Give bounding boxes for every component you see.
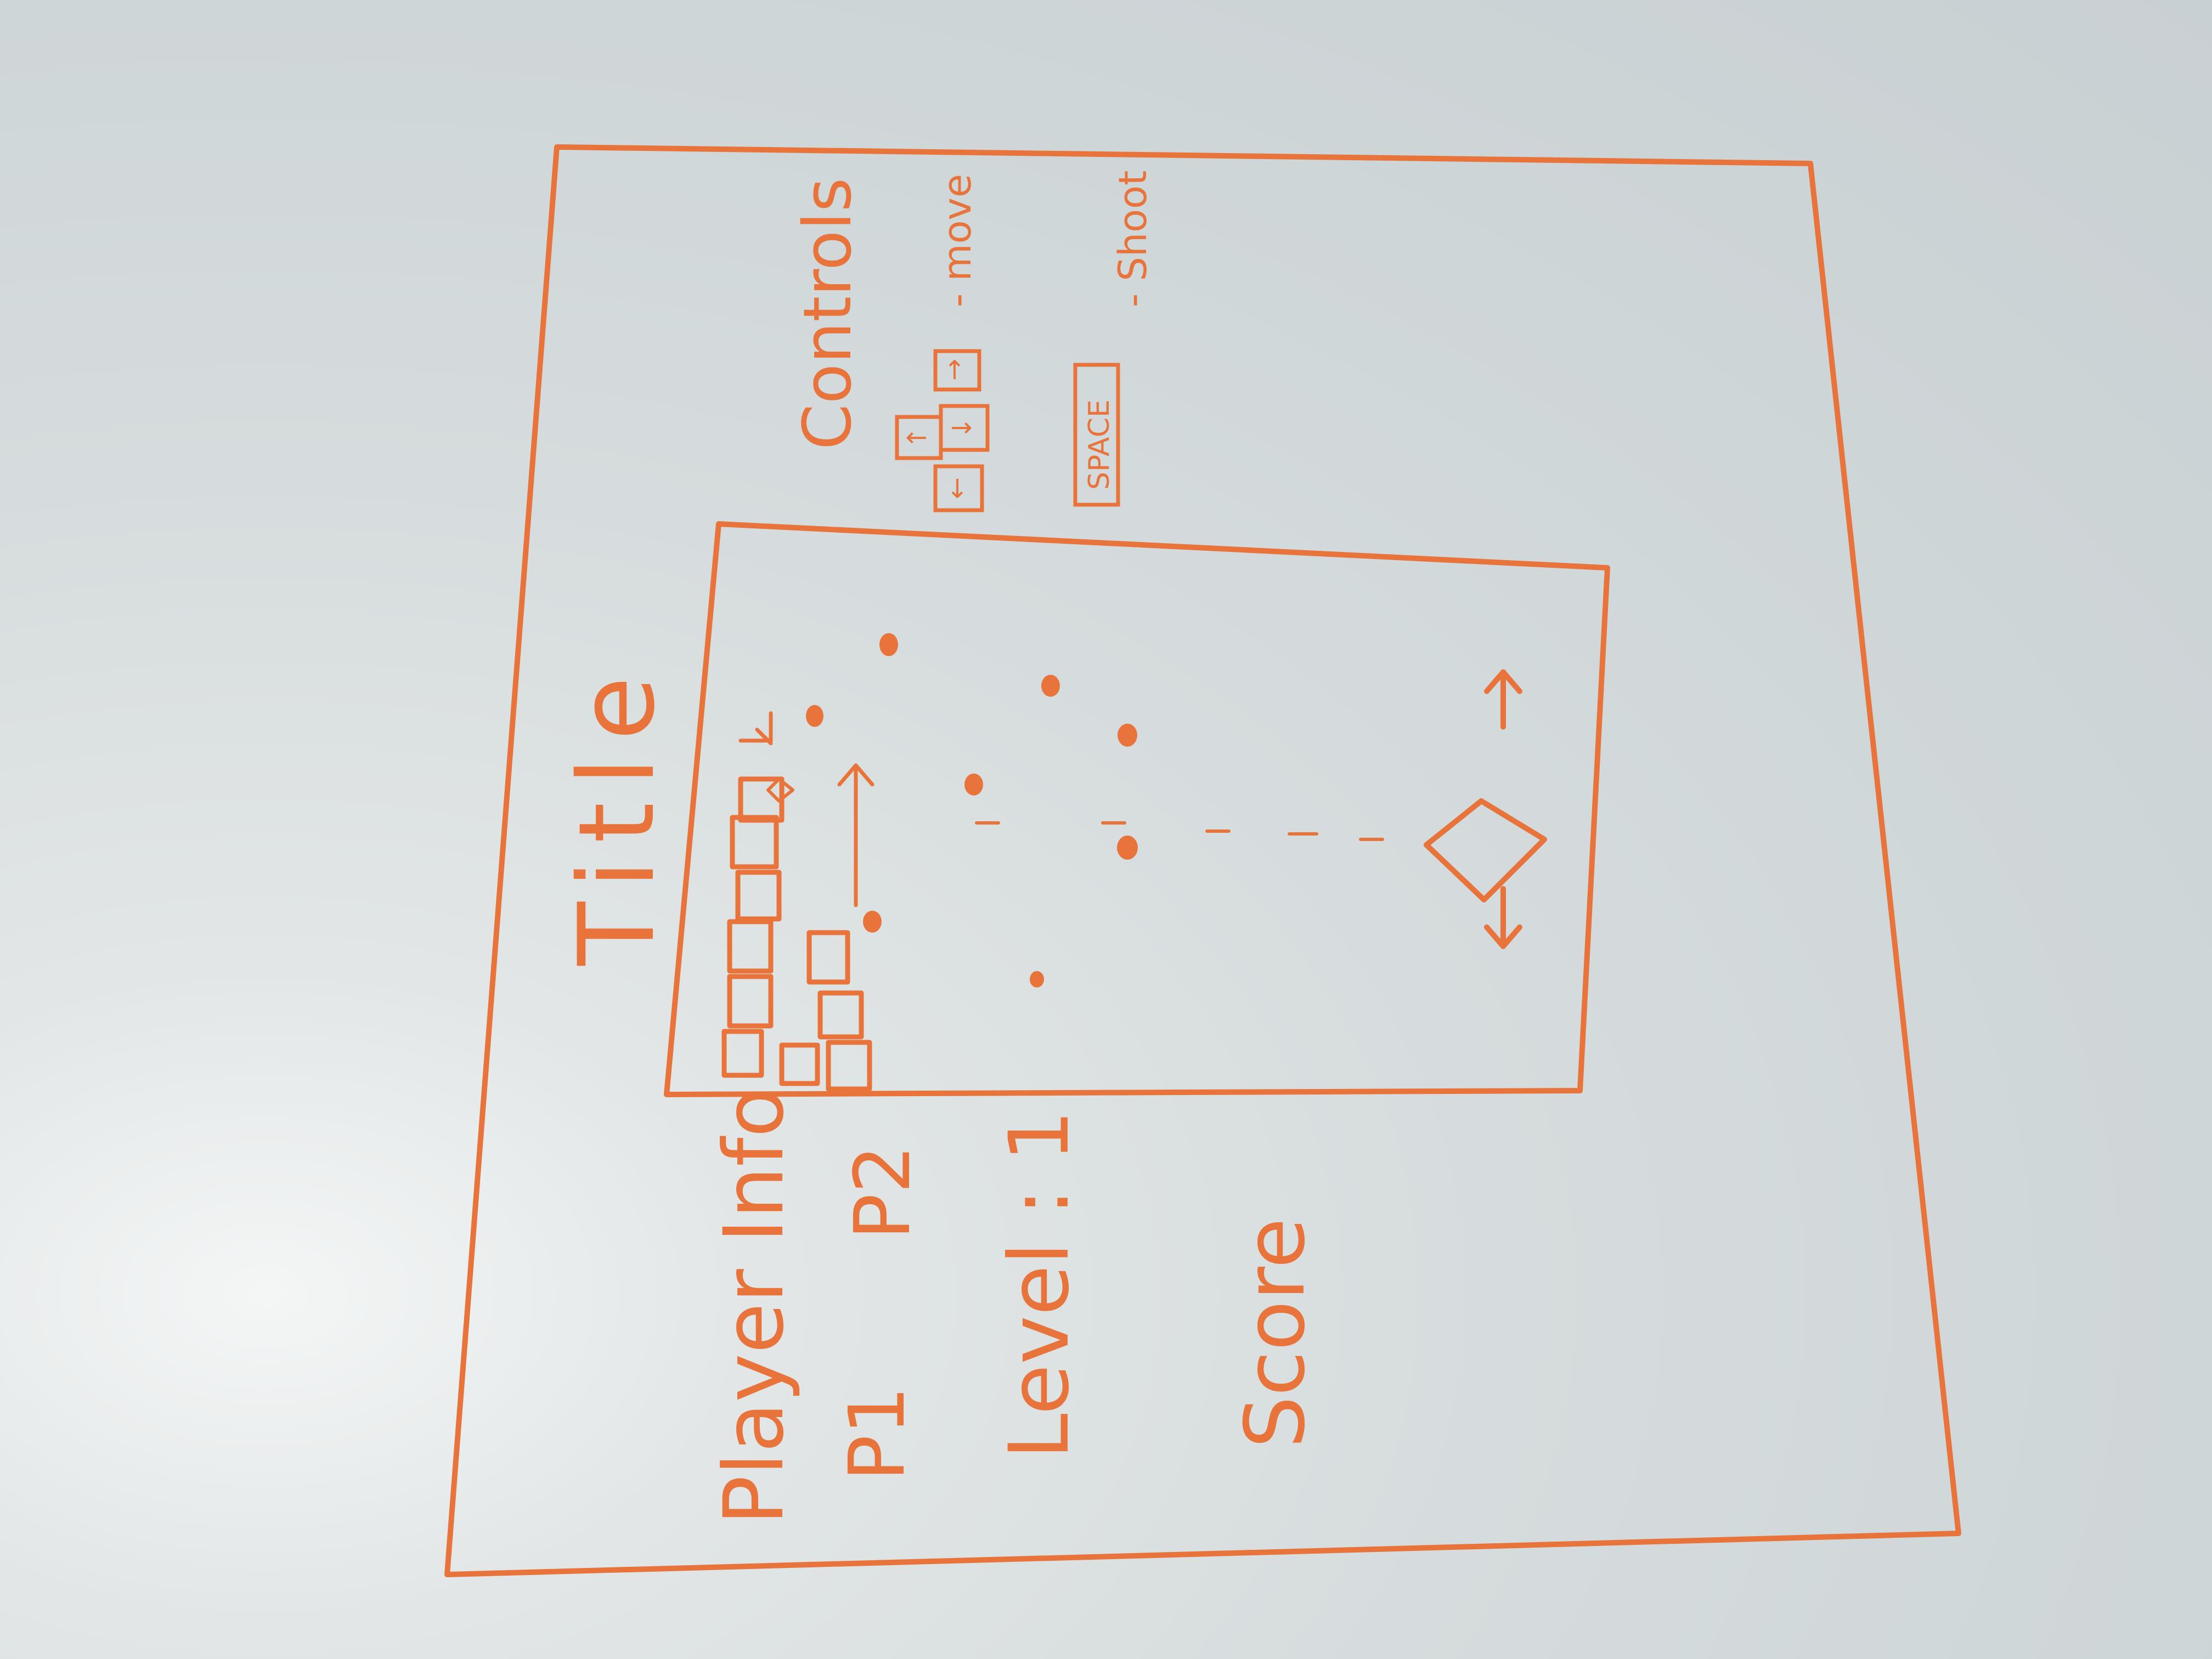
player-info-label: Player Info [707,1087,802,1525]
space-key-icon [1073,363,1120,507]
bullet-dot-icon [806,633,1138,988]
shoot-label: - Shoot [1110,170,1155,307]
page-title: Title [556,659,678,966]
level-label: Level : 1 [992,1109,1087,1459]
key-down-icon [939,404,990,452]
key-left-label: ← [941,477,973,500]
key-right-label: → [939,358,970,381]
game-field [664,521,1610,1097]
shot-trail [975,821,1384,841]
controls-heading: Controls [790,177,866,450]
move-label: - move [935,173,980,307]
diamond-player-ship-icon [1424,798,1547,902]
player-1-label: P1 [833,1386,922,1482]
outer-frame [444,144,1961,1577]
bullet-dot-icon [766,777,794,803]
move-right-arrow-icon [1484,669,1522,730]
key-up-label: ↑ [902,426,933,449]
swarm-arrow-right [837,763,874,907]
key-down-label: ↓ [947,416,978,439]
score-label: Score [1228,1217,1323,1448]
key-right-icon [933,349,981,392]
player-2-label: P2 [838,1144,928,1240]
enemy-block-icon [721,776,872,1092]
move-left-arrow-icon [1484,886,1522,949]
key-left-icon [933,464,984,512]
swarm-arrow-left [738,711,773,746]
space-key-label: SPACE [1083,399,1116,490]
